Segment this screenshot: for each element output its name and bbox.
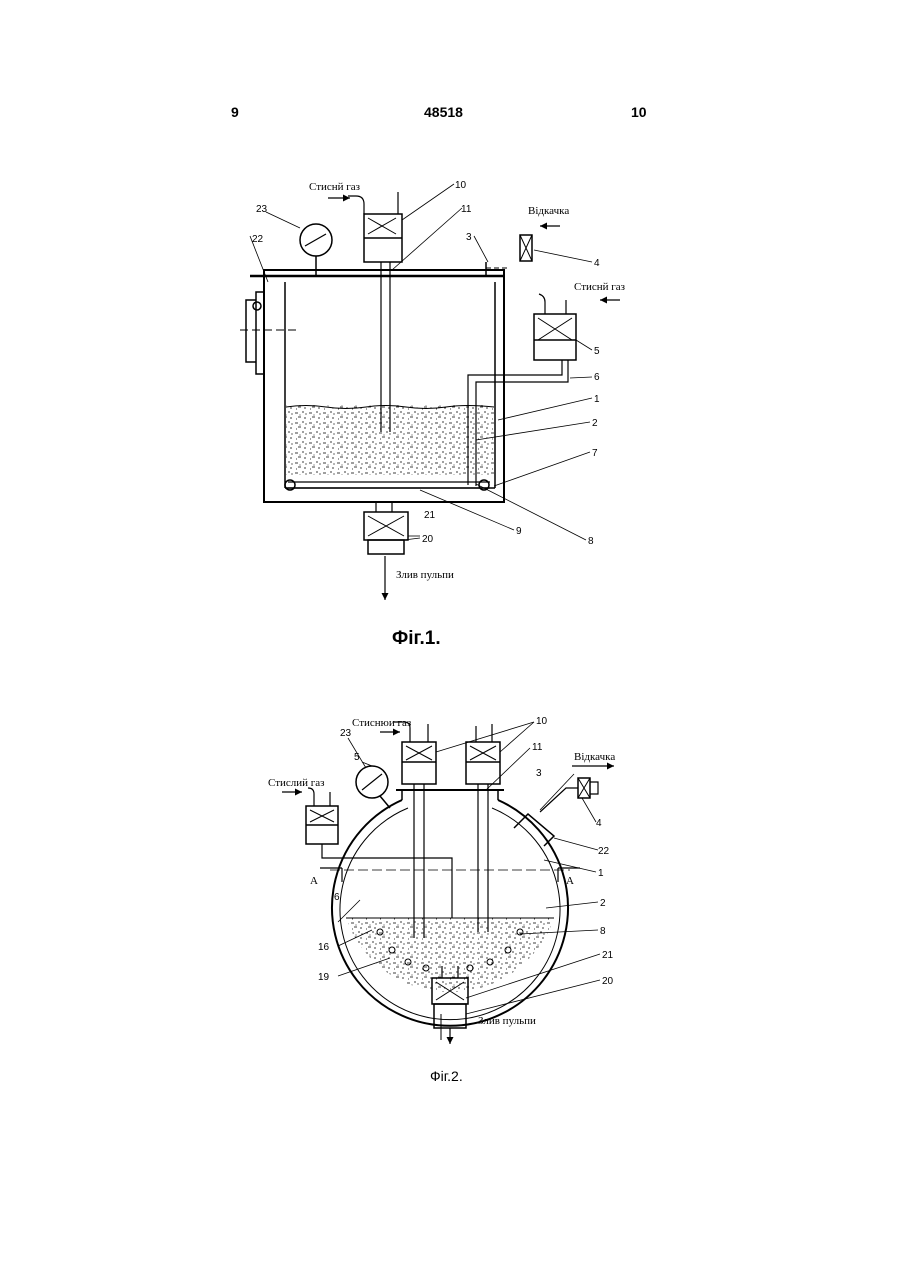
fig1-ref-number: 22: [252, 234, 264, 245]
valve-10a: [402, 742, 436, 784]
fig2-pumping-label: Відкачка: [574, 751, 615, 763]
fig2-ref-number: 4: [596, 818, 602, 829]
valve-5: [534, 314, 576, 360]
fig1-ref-number: 2: [592, 418, 598, 429]
fig2-ref-number: 8: [600, 926, 606, 937]
fig1-ref-number: 1: [594, 394, 600, 405]
fig1-ref-number: 4: [594, 258, 600, 269]
fig1-ref-number: 11: [461, 204, 472, 215]
fig2-ref-number: 10: [536, 716, 548, 727]
fig1-ref-number: 20: [422, 534, 434, 545]
fig2-ref-number: 3: [536, 768, 542, 779]
fig1-ref-number: 21: [424, 510, 436, 521]
fig2-ref-number: 22: [598, 846, 610, 857]
fig1-ref-number: 10: [455, 180, 467, 191]
fig2-ref-number: 6: [334, 892, 340, 903]
fig2-caption: Фіг.2.: [430, 1068, 463, 1084]
manhole: [514, 814, 554, 846]
valve-10b: [466, 742, 500, 784]
fig2-ref-number: 20: [602, 976, 614, 987]
fig2-ref-number: 1: [598, 868, 604, 879]
figure-2: [282, 722, 614, 1044]
fig2-section-mark-right: А: [566, 875, 574, 887]
fig1-ref-number: 3: [466, 232, 472, 243]
fig2-gas-in-left-label: Стислий газ: [268, 777, 325, 789]
fig1-ref-number: 7: [592, 448, 598, 459]
fig2-gas-in-top-label: Стиснюи газ: [352, 717, 411, 729]
fig2-ref-number: 5: [354, 752, 360, 763]
fig2-ref-number: 23: [340, 728, 352, 739]
fig2-ref-number: 11: [532, 742, 543, 753]
fig1-gas-in-top-label: Стиснй газ: [309, 181, 360, 193]
fig1-pumping-label: Відкачка: [528, 205, 569, 217]
fig1-ref-number: 9: [516, 526, 522, 537]
fig1-ref-number: 23: [256, 204, 268, 215]
fig1-gas-in-right-label: Стиснй газ: [574, 281, 625, 293]
fig2-ref-number: 16: [318, 942, 330, 953]
fig1-ref-number: 8: [588, 536, 594, 547]
fig1-discharge-label: Злив пульпи: [396, 569, 454, 581]
fig2-discharge-label: Злив пульпи: [478, 1015, 536, 1027]
fig1-ref-number: 6: [594, 372, 600, 383]
fig1-caption: Фіг.1.: [392, 628, 441, 650]
fig2-ref-number: 19: [318, 972, 330, 983]
fig1-ref-number: 5: [594, 346, 600, 357]
sludge-layer: [346, 918, 554, 992]
fig2-section-mark-left: А: [310, 875, 318, 887]
fig2-ref-number: 2: [600, 898, 606, 909]
fig2-ref-number: 21: [602, 950, 614, 961]
